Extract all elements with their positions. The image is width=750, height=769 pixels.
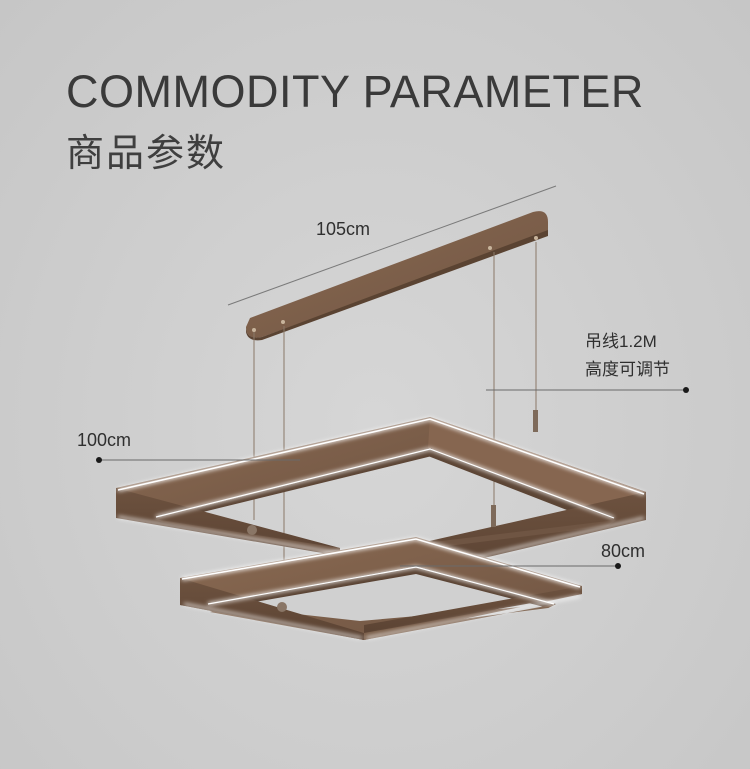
canopy-length-label: 105cm (316, 219, 371, 239)
large-square-frame (116, 417, 646, 574)
cable-note-line1: 吊线1.2M (585, 332, 657, 351)
small-square-frame (180, 537, 582, 640)
cable-adjusters (247, 410, 538, 612)
small-frame-size-label: 80cm (601, 541, 646, 561)
canopy-bar (246, 211, 548, 341)
annotation-dots (96, 387, 689, 569)
large-frame-size-label: 100cm (77, 430, 132, 450)
cable-note-line2: 高度可调节 (585, 360, 670, 379)
annotation-leaders (99, 389, 686, 567)
cable-note: 吊线1.2M 高度可调节 (585, 328, 670, 384)
page-title-chinese: 商品参数 (66, 131, 227, 175)
page-title-english: COMMODITY PARAMETER (66, 66, 644, 117)
dimension-line-canopy (227, 185, 557, 306)
